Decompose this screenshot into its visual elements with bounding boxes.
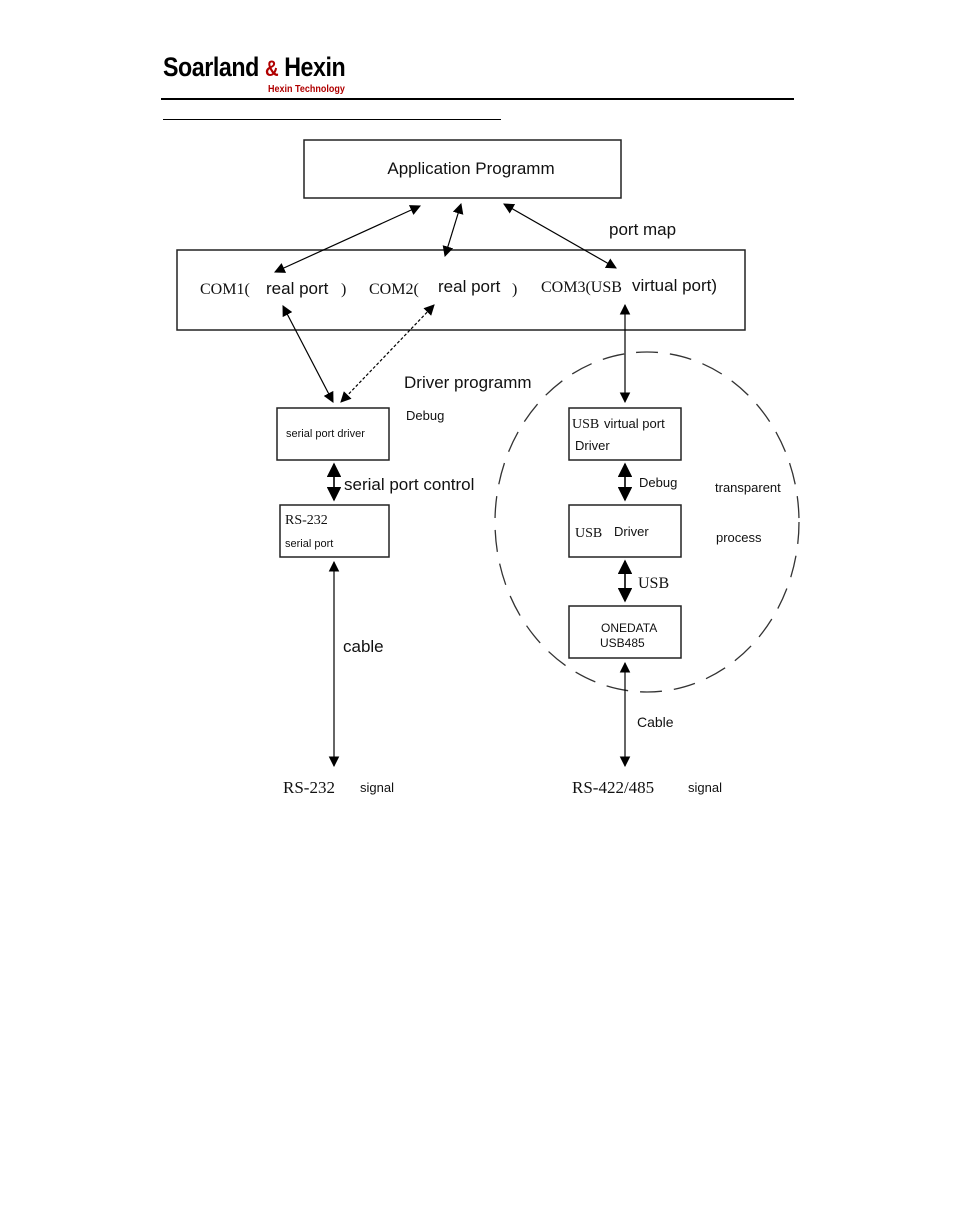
logo-hexin: Hexin — [284, 52, 346, 82]
transparent-label: transparent — [715, 480, 781, 495]
arrow-app-com1 — [274, 205, 421, 273]
onedata-line1: ONEDATA — [601, 621, 657, 635]
cable-right-label: Cable — [637, 714, 674, 730]
port-map-label: port map — [609, 220, 676, 239]
arrow-app-com2 — [442, 202, 464, 258]
com1-real-port-label: real port — [266, 279, 329, 298]
rs232-box-line2: serial port — [285, 538, 333, 550]
debug-left-label: Debug — [406, 408, 444, 423]
rs485-signal-suffix: signal — [688, 780, 722, 795]
rs232-signal-prefix: RS-232 — [283, 778, 335, 797]
arrow-com2-serial-driver — [340, 304, 435, 403]
usb-driver-label: Driver — [614, 524, 649, 539]
rs232-box-line1: RS-232 — [285, 513, 328, 528]
onedata-usb485-box — [568, 605, 682, 659]
arrow-app-com3 — [503, 203, 617, 269]
logo-soarland: Soarland — [163, 52, 259, 82]
rs232-serial-port-box — [279, 504, 390, 558]
debug-right-label: Debug — [639, 475, 677, 490]
application-box — [303, 139, 622, 199]
onedata-line2: USB485 — [600, 636, 645, 650]
com-ports-box — [176, 249, 746, 331]
com1-prefix: COM1( — [200, 281, 250, 298]
transparent-process-ellipse — [494, 351, 800, 693]
com1-close: ) — [341, 281, 346, 298]
serial-port-driver-label: serial port driver — [286, 428, 365, 440]
logo-ampersand: & — [264, 56, 279, 81]
com2-prefix: COM2( — [369, 281, 419, 298]
usb-driver-prefix: USB — [575, 526, 602, 541]
process-label: process — [716, 530, 762, 545]
usb-vport-prefix: USB — [572, 417, 599, 432]
arrow-com1-serial-driver — [282, 305, 334, 403]
usb-link-label: USB — [638, 575, 669, 592]
serial-port-control-label: serial port control — [344, 475, 474, 494]
rs485-signal-prefix: RS-422/485 — [572, 778, 654, 797]
logo-subtitle: Hexin Technology — [268, 84, 345, 95]
com3-prefix: COM3(USB — [541, 279, 622, 296]
application-programm-label: Application Programm — [387, 159, 554, 178]
subheader-rule — [163, 119, 501, 120]
rs232-signal-suffix: signal — [360, 780, 394, 795]
usb-vport-line2: Driver — [575, 438, 610, 453]
usb-driver-box — [568, 504, 682, 558]
cable-left-label: cable — [343, 637, 384, 656]
driver-programm-label: Driver programm — [404, 373, 532, 392]
usb-vport-line1: virtual port — [604, 416, 665, 431]
com2-close: ) — [512, 281, 517, 298]
com2-real-port-label: real port — [438, 277, 501, 296]
header-rule — [161, 98, 794, 100]
company-logo: Soarland & Hexin — [163, 52, 346, 83]
serial-port-driver-box — [276, 407, 390, 461]
usb-virtual-port-driver-box — [568, 407, 682, 461]
com3-virtual-port-label: virtual port) — [632, 276, 717, 295]
